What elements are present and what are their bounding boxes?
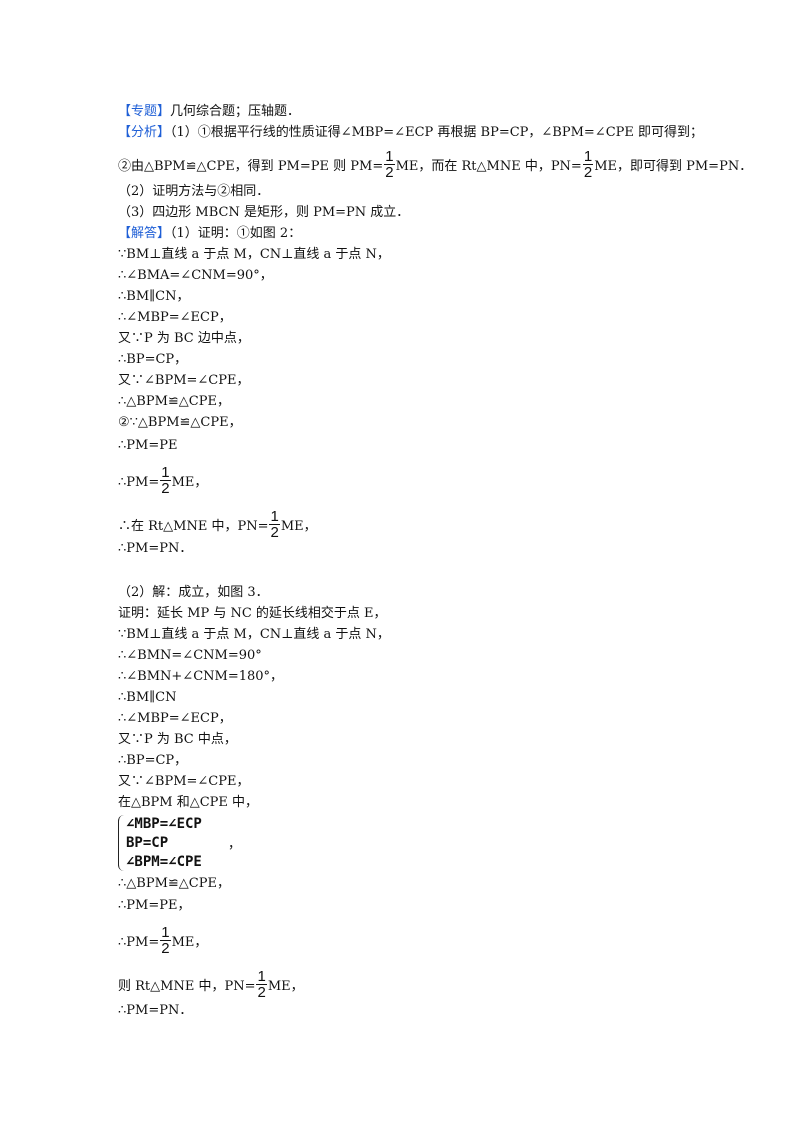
proof-conclusion: ∴PM=PN． xyxy=(118,1003,193,1018)
topic-text: 几何综合题；压轴题． xyxy=(170,104,301,119)
answer-intro: 【解答】（1）证明：①如图 2： xyxy=(118,225,301,243)
fraction-numerator: 1 xyxy=(582,148,594,165)
step-text: ME， xyxy=(267,979,304,994)
fraction-numerator: 1 xyxy=(269,508,280,525)
proof-step: ∴△BPM≌△CPE， xyxy=(118,394,230,409)
analysis-tag: 【分析】 xyxy=(118,125,171,140)
step-text: ∴PM= xyxy=(118,475,160,490)
proof-step: ∵BM⊥直线 a 于点 M，CN⊥直线 a 于点 N， xyxy=(118,627,390,642)
fraction-denominator: 2 xyxy=(270,524,279,541)
proof-step: ∵BM⊥直线 a 于点 M，CN⊥直线 a 于点 N， xyxy=(118,247,390,262)
answer-tag: 【解答】 xyxy=(118,226,171,241)
analysis-text-1: （1）①根据平行线的性质证得∠MBP=∠ECP 再根据 BP=CP，∠BPM=∠… xyxy=(170,125,704,140)
analysis-line-1: 【分析】（1）①根据平行线的性质证得∠MBP=∠ECP 再根据 BP=CP，∠B… xyxy=(118,124,703,142)
topic-line: 【专题】几何综合题；压轴题． xyxy=(118,103,300,121)
fraction-denominator: 2 xyxy=(161,940,170,957)
fraction-denominator: 2 xyxy=(583,164,593,181)
proof-step: 在△BPM 和△CPE 中， xyxy=(118,795,259,810)
fraction-denominator: 2 xyxy=(161,480,170,497)
proof-step: ∴△BPM≌△CPE， xyxy=(118,876,230,891)
answer-intro-text: （1）证明：①如图 2： xyxy=(170,226,302,241)
fraction-numerator: 1 xyxy=(384,148,395,165)
step-text: ME， xyxy=(171,475,208,490)
proof-step: 又∵P 为 BC 中点， xyxy=(118,732,237,747)
proof-step: ∴BM∥CN xyxy=(118,690,177,705)
fraction-numerator: 1 xyxy=(160,924,171,941)
proof-step: ∴∠BMN=∠CNM=90° xyxy=(118,648,262,663)
proof-step: ∴∠MBP=∠ECP， xyxy=(118,310,232,325)
left-brace xyxy=(118,815,125,871)
system-line: ∠BPM=∠CPE xyxy=(126,854,202,870)
step-text: ME， xyxy=(171,935,208,950)
analysis-line-4: （3）四边形 MBCN 是矩形，则 PM=PN 成立． xyxy=(118,205,410,220)
proof-step: 证明：延长 MP 与 NC 的延长线相交于点 E， xyxy=(118,606,387,621)
proof-step: ∴∠BMN+∠CNM=180°， xyxy=(118,669,284,684)
proof-step: （2）解：成立，如图 3． xyxy=(118,585,269,600)
proof-step: ∴BP=CP， xyxy=(118,352,188,367)
proof-step: ∴PM=PE， xyxy=(118,898,191,913)
proof-step: 又∵∠BPM=∠CPE， xyxy=(118,774,250,789)
fraction-numerator: 1 xyxy=(160,464,171,481)
proof-step: 又∵∠BPM=∠CPE， xyxy=(118,373,250,388)
step-text: ME， xyxy=(280,519,317,534)
analysis-text-2c: ME，即可得到 PM=PN． xyxy=(594,159,753,174)
fraction-denominator: 2 xyxy=(385,164,394,181)
analysis-text-2b: ME，而在 Rt△MNE 中，PN= xyxy=(395,159,582,174)
fraction-numerator: 1 xyxy=(256,968,267,985)
proof-conclusion: ∴PM=PN． xyxy=(118,541,193,556)
proof-step: ∴∠MBP=∠ECP， xyxy=(118,711,232,726)
system-comma: ， xyxy=(228,837,242,852)
system-line: ∠MBP=∠ECP xyxy=(126,816,202,832)
proof-step: ②∵△BPM≌△CPE， xyxy=(118,415,242,430)
proof-step: ∴∠BMA=∠CNM=90°， xyxy=(118,268,273,283)
step-text: 则 Rt△MNE 中，PN= xyxy=(118,979,256,994)
proof-step: ∴PM=PE xyxy=(118,438,178,453)
step-text: ∴在 Rt△MNE 中，PN= xyxy=(118,519,269,534)
proof-step: ∴BM∥CN， xyxy=(118,289,190,304)
fraction-denominator: 2 xyxy=(257,984,266,1001)
topic-tag: 【专题】 xyxy=(118,104,171,119)
proof-step: ∴BP=CP， xyxy=(118,753,188,768)
equation-system: ∠MBP=∠ECP BP=CP ∠BPM=∠CPE ， xyxy=(118,815,258,873)
analysis-text-2a: ②由△BPM≌△CPE，得到 PM=PE 则 PM= xyxy=(118,159,384,174)
analysis-line-3: （2）证明方法与②相同． xyxy=(118,184,270,199)
proof-step: 又∵P 为 BC 边中点， xyxy=(118,331,250,346)
step-text: ∴PM= xyxy=(118,935,160,950)
system-line: BP=CP xyxy=(126,835,169,851)
